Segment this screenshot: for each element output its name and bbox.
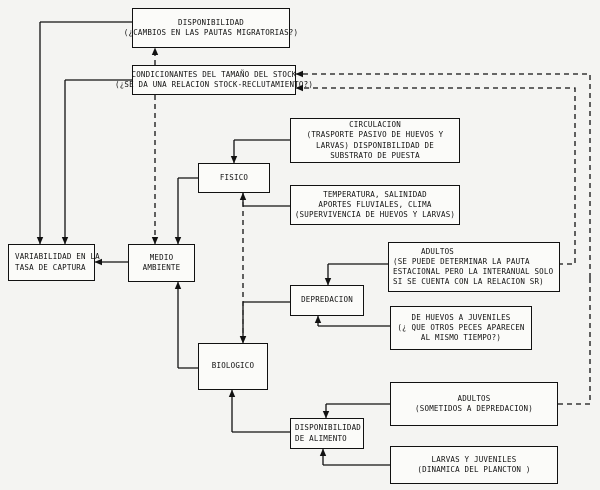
medio-ambiente-line-2: AMBIENTE <box>142 263 181 272</box>
alimento-line-1: DISPONIBILIDAD <box>295 423 362 433</box>
medio-ambiente-line-1: MEDIO <box>149 252 174 262</box>
adultos-depredacion-line-2: (SOMETIDOS A DEPREDACION) <box>415 404 533 413</box>
adultos-sr-line-1: ADULTOS <box>421 246 455 256</box>
adultos-depredacion-line-1: ADULTOS <box>457 393 491 403</box>
huevos-juveniles-line-3: AL MISMO TIEMPO?) <box>420 333 502 343</box>
alimento-line-2: DE ALIMENTO <box>295 433 347 443</box>
depredacion-box: DEPREDACION <box>290 285 364 316</box>
biologico-label: BIOLOGICO <box>211 361 255 371</box>
circulacion-line-2: (TRASPORTE PASIVO DE HUEVOS Y <box>306 130 444 140</box>
disponibilidad-note: (¿CAMBIOS EN LAS PAUTAS MIGRATORIAS?) <box>123 28 299 37</box>
larvas-juveniles-line-2: (DINAMICA DEL PLANCTON ) <box>417 465 531 474</box>
huevos-juveniles-line-2: (¿ QUE OTROS PECES APARECEN <box>397 322 525 332</box>
fisico-label: FISICO <box>219 172 249 182</box>
larvas-juveniles-box: LARVAS Y JUVENILES (DINAMICA DEL PLANCTO… <box>390 446 558 484</box>
circulacion-box: CIRCULACION (TRASPORTE PASIVO DE HUEVOS … <box>290 118 460 163</box>
alimento-box: DISPONIBILIDAD DE ALIMENTO <box>290 418 364 449</box>
huevos-juveniles-line-1: DE HUEVOS A JUVENILES <box>411 312 511 322</box>
huevos-juveniles-box: DE HUEVOS A JUVENILES (¿ QUE OTROS PECES… <box>390 306 532 350</box>
depredacion-label: DEPREDACION <box>301 295 353 305</box>
condicionantes-box: CONDICIONANTES DEL TAMAÑO DEL STOCK (¿SE… <box>115 65 313 95</box>
adultos-sr-line-4: SI SE CUENTA CON LA RELACION SR) <box>393 277 544 287</box>
variabilidad-line-1: VARIABILIDAD EN LA <box>15 252 100 262</box>
temperatura-line-1: TEMPERATURA, SALINIDAD <box>323 189 427 199</box>
adultos-depredacion-box: ADULTOS (SOMETIDOS A DEPREDACION) <box>390 382 558 426</box>
adultos-sr-line-3: ESTACIONAL PERO LA INTERANUAL SOLO <box>393 267 554 276</box>
circulacion-line-1: CIRCULACION <box>349 120 401 130</box>
adultos-sr-box: ADULTOS (SE PUEDE DETERMINAR LA PAUTA ES… <box>388 242 560 292</box>
biologico-box: BIOLOGICO <box>198 343 268 390</box>
condicionantes-title: CONDICIONANTES DEL TAMAÑO DEL STOCK <box>131 69 297 79</box>
variabilidad-box: VARIABILIDAD EN LA TASA DE CAPTURA <box>8 244 100 281</box>
temperatura-box: TEMPERATURA, SALINIDAD APORTES FLUVIALES… <box>290 185 460 225</box>
disponibilidad-title: DISPONIBILIDAD <box>177 17 244 27</box>
circulacion-line-3: LARVAS) DISPONIBILIDAD DE <box>316 140 434 150</box>
medio-ambiente-box: MEDIO AMBIENTE <box>128 244 195 282</box>
variabilidad-line-2: TASA DE CAPTURA <box>15 262 86 272</box>
condicionantes-note: (¿SE DA UNA RELACION STOCK-RECLUTAMIENTO… <box>114 80 314 89</box>
temperatura-line-2: APORTES FLUVIALES, CLIMA <box>318 199 432 209</box>
fisico-box: FISICO <box>198 163 270 193</box>
larvas-juveniles-line-1: LARVAS Y JUVENILES <box>431 454 517 464</box>
disponibilidad-box: DISPONIBILIDAD (¿CAMBIOS EN LAS PAUTAS M… <box>124 8 298 48</box>
circulacion-line-4: SUBSTRATO DE PUESTA <box>330 150 420 160</box>
adultos-sr-line-2: (SE PUEDE DETERMINAR LA PAUTA <box>393 256 530 266</box>
temperatura-line-3: (SUPERVIVENCIA DE HUEVOS Y LARVAS) <box>294 210 456 220</box>
